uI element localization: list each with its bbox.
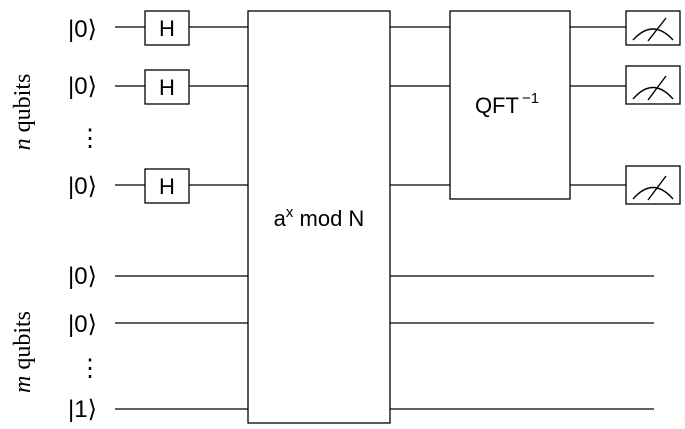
inverse-qft-gate: QFT−1 [449, 10, 571, 200]
hadamard-gate-2: H [144, 69, 190, 105]
vdots-m: ⋮ [78, 355, 102, 382]
ket-m3: |1⟩ [68, 396, 97, 423]
modexp-label: ax mod N [274, 204, 365, 231]
svg-text:H: H [159, 16, 175, 41]
n-qubits-label: n qubits [10, 74, 36, 151]
svg-text:H: H [159, 75, 175, 100]
measurement-meter-icon-3 [625, 165, 681, 205]
qft-label: QFT−1 [475, 90, 539, 118]
svg-text:H: H [159, 174, 175, 199]
hadamard-gate-3: H [144, 168, 190, 204]
measurement-meter-icon-1 [625, 10, 681, 46]
ket-m1: |0⟩ [68, 263, 97, 290]
measurement-meter-icon-2 [625, 65, 681, 105]
ket-n3: |0⟩ [68, 173, 97, 200]
vdots-n: ⋮ [78, 125, 102, 152]
m-qubits-label: m qubits [10, 311, 36, 393]
ket-n1: |0⟩ [68, 16, 97, 43]
modular-exponentiation-gate: ax mod N [247, 10, 391, 424]
hadamard-gate-1: H [144, 10, 190, 46]
ket-n2: |0⟩ [68, 73, 97, 100]
ket-m2: |0⟩ [68, 311, 97, 338]
n-register-wires [115, 26, 626, 186]
